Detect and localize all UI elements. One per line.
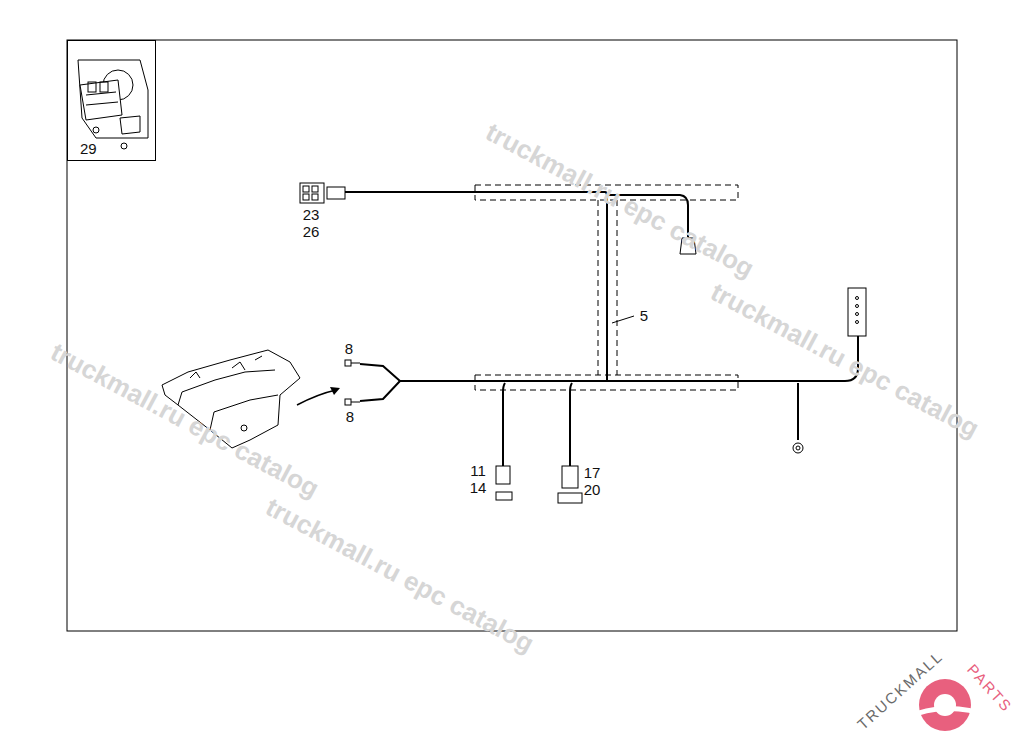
callout-number: 5	[640, 308, 648, 323]
pointer-arrow	[297, 390, 336, 405]
callout-number: 8	[345, 341, 353, 356]
inset-frame: 29	[67, 40, 156, 161]
watermark: truckmall.ru epc catalog	[707, 278, 983, 441]
callout-number: 14	[470, 480, 487, 495]
callout-number: 11	[470, 463, 486, 478]
connector-symbol	[300, 183, 866, 503]
callout-number: 17	[584, 465, 601, 480]
logo-text: PARTS	[965, 661, 1015, 715]
inset-bracket	[78, 60, 148, 149]
logo-gear	[905, 679, 990, 731]
callout-number: 26	[303, 224, 320, 239]
callout-number: 8	[346, 409, 354, 424]
callout-number: 29	[80, 141, 97, 156]
arrow-head	[330, 387, 340, 395]
watermark: truckmall.ru epc catalog	[262, 493, 538, 656]
leader-line	[612, 316, 634, 323]
callout-number: 23	[303, 207, 320, 222]
callout-number: 20	[584, 482, 601, 497]
